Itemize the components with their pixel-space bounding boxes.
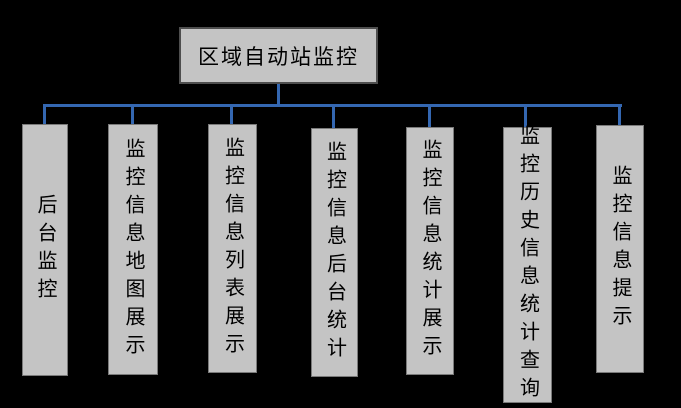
node-backend-monitoring: 后台监控 [22, 124, 68, 376]
node-monitoring-info-alert: 监控信息提示 [596, 125, 644, 373]
connector-drop-2 [131, 107, 134, 124]
node-monitoring-info-list-display: 监控信息列表展示 [208, 124, 257, 373]
node-monitoring-info-list-display-label: 监控信息列表展示 [221, 136, 244, 361]
connector-drop-5 [428, 107, 431, 127]
connector-drop-6 [524, 107, 527, 127]
connector-drop-4 [332, 107, 335, 128]
connector-drop-3 [230, 107, 233, 124]
connector-drop-7 [618, 107, 621, 125]
root-node-regional-auto-station-monitoring: 区域自动站监控 [179, 27, 378, 84]
root-node-label: 区域自动站监控 [198, 44, 359, 69]
node-monitoring-history-statistics-query-label: 监控历史信息统计查询 [516, 125, 539, 405]
node-monitoring-info-backend-statistics: 监控信息后台统计 [311, 128, 358, 377]
node-monitoring-info-statistics-display-label: 监控信息统计展示 [419, 139, 441, 363]
node-monitoring-history-statistics-query: 监控历史信息统计查询 [503, 125, 552, 405]
node-monitoring-info-map-display: 监控信息地图展示 [108, 124, 158, 375]
node-monitoring-info-map-display-label: 监控信息地图展示 [122, 137, 144, 362]
connector-root-stem [277, 84, 280, 105]
node-backend-monitoring-label: 后台监控 [34, 194, 56, 306]
connector-drop-1 [43, 107, 46, 124]
connector-horizontal-bus [43, 104, 622, 107]
node-monitoring-info-backend-statistics-label: 监控信息后台统计 [323, 140, 346, 365]
node-monitoring-info-statistics-display: 监控信息统计展示 [406, 127, 454, 375]
node-monitoring-info-alert-label: 监控信息提示 [609, 165, 631, 333]
